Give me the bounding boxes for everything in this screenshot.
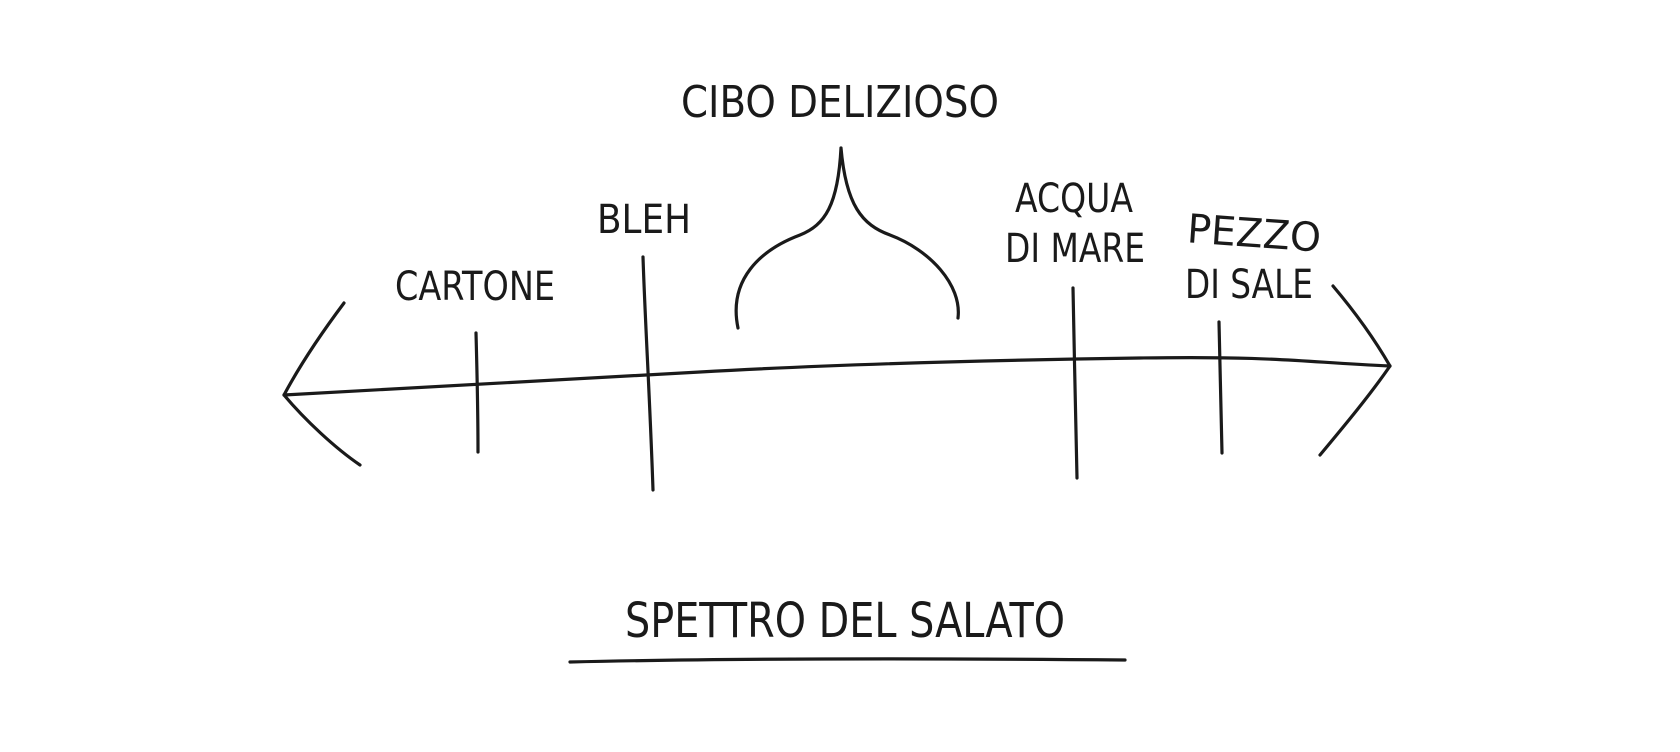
tick-label-di-mare: DI MARE <box>1005 226 1145 272</box>
tick-bleh <box>641 255 655 492</box>
title-underline <box>568 657 1127 664</box>
spectrum-axis-line <box>282 356 1392 397</box>
tick-acqua-di-mare <box>1071 286 1079 480</box>
tick-label-acqua: ACQUA <box>1015 176 1134 222</box>
right-arrowhead-icon <box>1318 284 1392 457</box>
tick-cartone <box>474 331 480 454</box>
tick-pezzo-di-sale <box>1217 320 1224 455</box>
diagram-title: SPETTRO DEL SALATO <box>625 593 1065 649</box>
delicious-range-brace <box>734 146 960 330</box>
left-arrowhead-icon <box>282 301 362 467</box>
brace-label: CIBO DELIZIOSO <box>681 77 999 128</box>
tick-label-bleh: BLEH <box>597 197 691 243</box>
tick-label-di-sale: DI SALE <box>1185 262 1313 308</box>
tick-label-pezzo: PEZZO <box>1186 206 1323 261</box>
tick-label-cartone: CARTONE <box>395 264 555 310</box>
